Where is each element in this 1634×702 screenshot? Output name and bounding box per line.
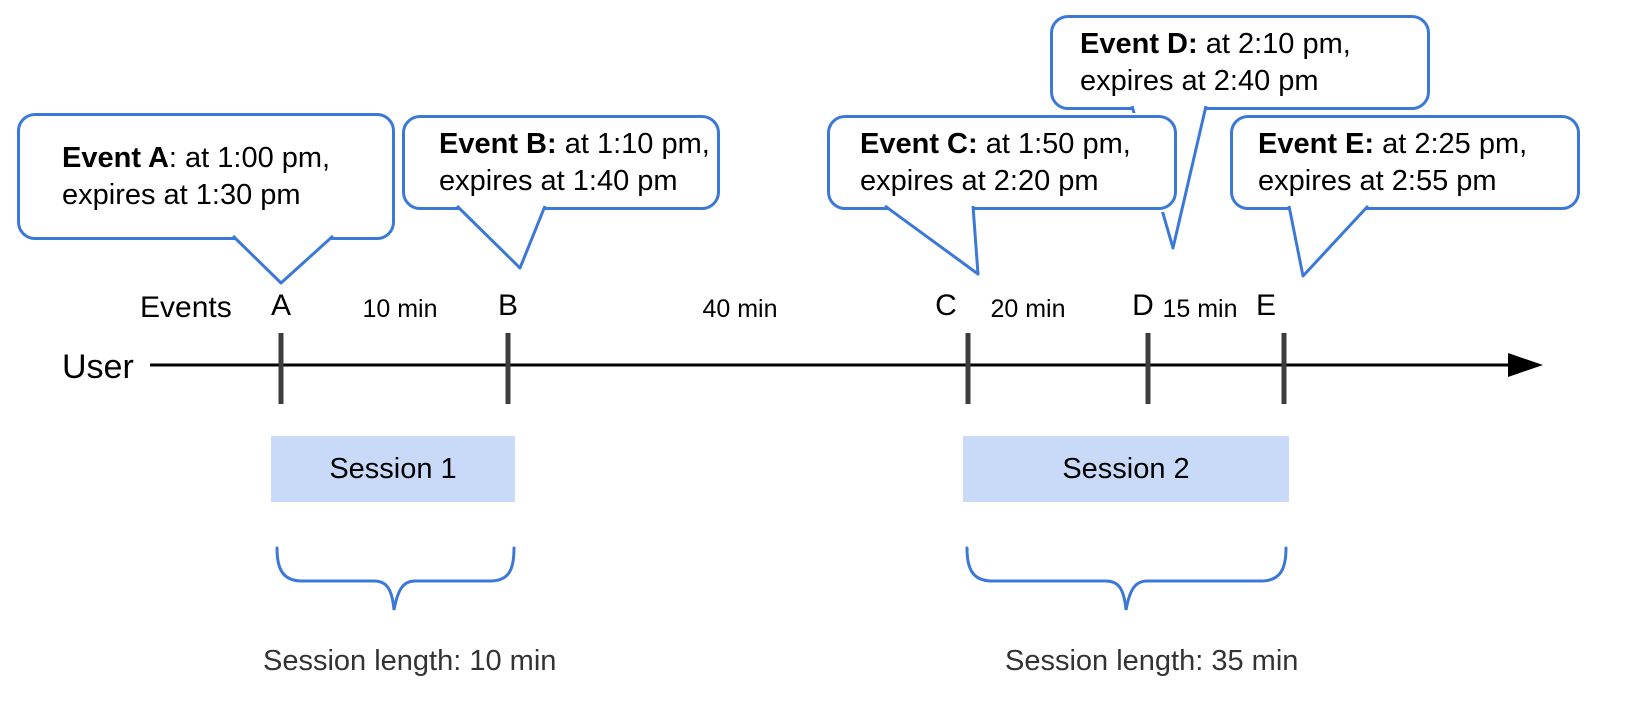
event-c-line2: expires at 2:20 pm [860,164,1099,197]
gap-label-d-e: 15 min [1162,295,1238,323]
event-d-title: Event D: [1080,27,1198,60]
gap-label-b-c: 40 min [702,295,778,323]
tick-label-e: E [1255,289,1277,322]
event-d-time: at 2:10 pm, [1197,27,1351,60]
event-e-time: at 2:25 pm, [1374,127,1528,160]
session-2-label: Session 2 [1062,452,1190,485]
session-1-length-caption: Session length: 10 min [263,645,557,677]
event-a-time: : at 1:00 pm, [168,141,331,174]
gap-label-c-d: 20 min [990,295,1066,323]
event-a-callout: Event A: at 1:00 pm, expires at 1:30 pm [17,113,395,240]
event-b-line2: expires at 1:40 pm [439,164,678,197]
event-b-callout: Event B: at 1:10 pm, expires at 1:40 pm [402,115,720,210]
session-2-brace [965,546,1288,611]
event-a-line2: expires at 1:30 pm [62,178,301,211]
session-1-label: Session 1 [329,452,457,485]
event-b-time: at 1:10 pm, [556,127,710,160]
event-a-line1: Event A: at 1:00 pm, [62,140,392,177]
event-e-line2: expires at 2:55 pm [1258,164,1497,197]
user-row-label: User [62,348,134,386]
timeline-arrowhead-icon [1508,353,1543,377]
session-2-length-caption: Session length: 35 min [1005,645,1299,677]
event-b-title: Event B: [439,127,557,160]
event-c-callout: Event C: at 1:50 pm, expires at 2:20 pm [827,115,1177,210]
event-d-line1: Event D: at 2:10 pm, [1080,26,1427,63]
tick-label-d: D [1132,289,1154,322]
event-d-line2: expires at 2:40 pm [1080,64,1319,97]
event-c-callout-tail [884,204,980,276]
session-1-brace [275,546,516,611]
event-e-callout-tail [1287,204,1370,278]
event-b-callout-tail [455,204,547,270]
tick-label-a: A [270,289,292,322]
events-row-label: Events [140,291,232,324]
event-d-callout: Event D: at 2:10 pm, expires at 2:40 pm [1050,15,1430,110]
event-e-line1: Event E: at 2:25 pm, [1258,126,1577,163]
tick-label-c: C [935,289,957,322]
event-c-time: at 1:50 pm, [977,127,1131,160]
event-a-title: Event A [62,141,169,174]
event-c-line1: Event C: at 1:50 pm, [860,126,1174,163]
event-c-title: Event C: [860,127,978,160]
gap-label-a-b: 10 min [362,295,438,323]
event-a-callout-tail [231,234,335,285]
session-2-box: Session 2 [963,436,1289,502]
tick-label-b: B [497,289,519,322]
event-b-line1: Event B: at 1:10 pm, [439,126,717,163]
event-e-callout: Event E: at 2:25 pm, expires at 2:55 pm [1230,115,1580,210]
event-e-title: Event E: [1258,127,1375,160]
session-1-box: Session 1 [271,436,515,502]
